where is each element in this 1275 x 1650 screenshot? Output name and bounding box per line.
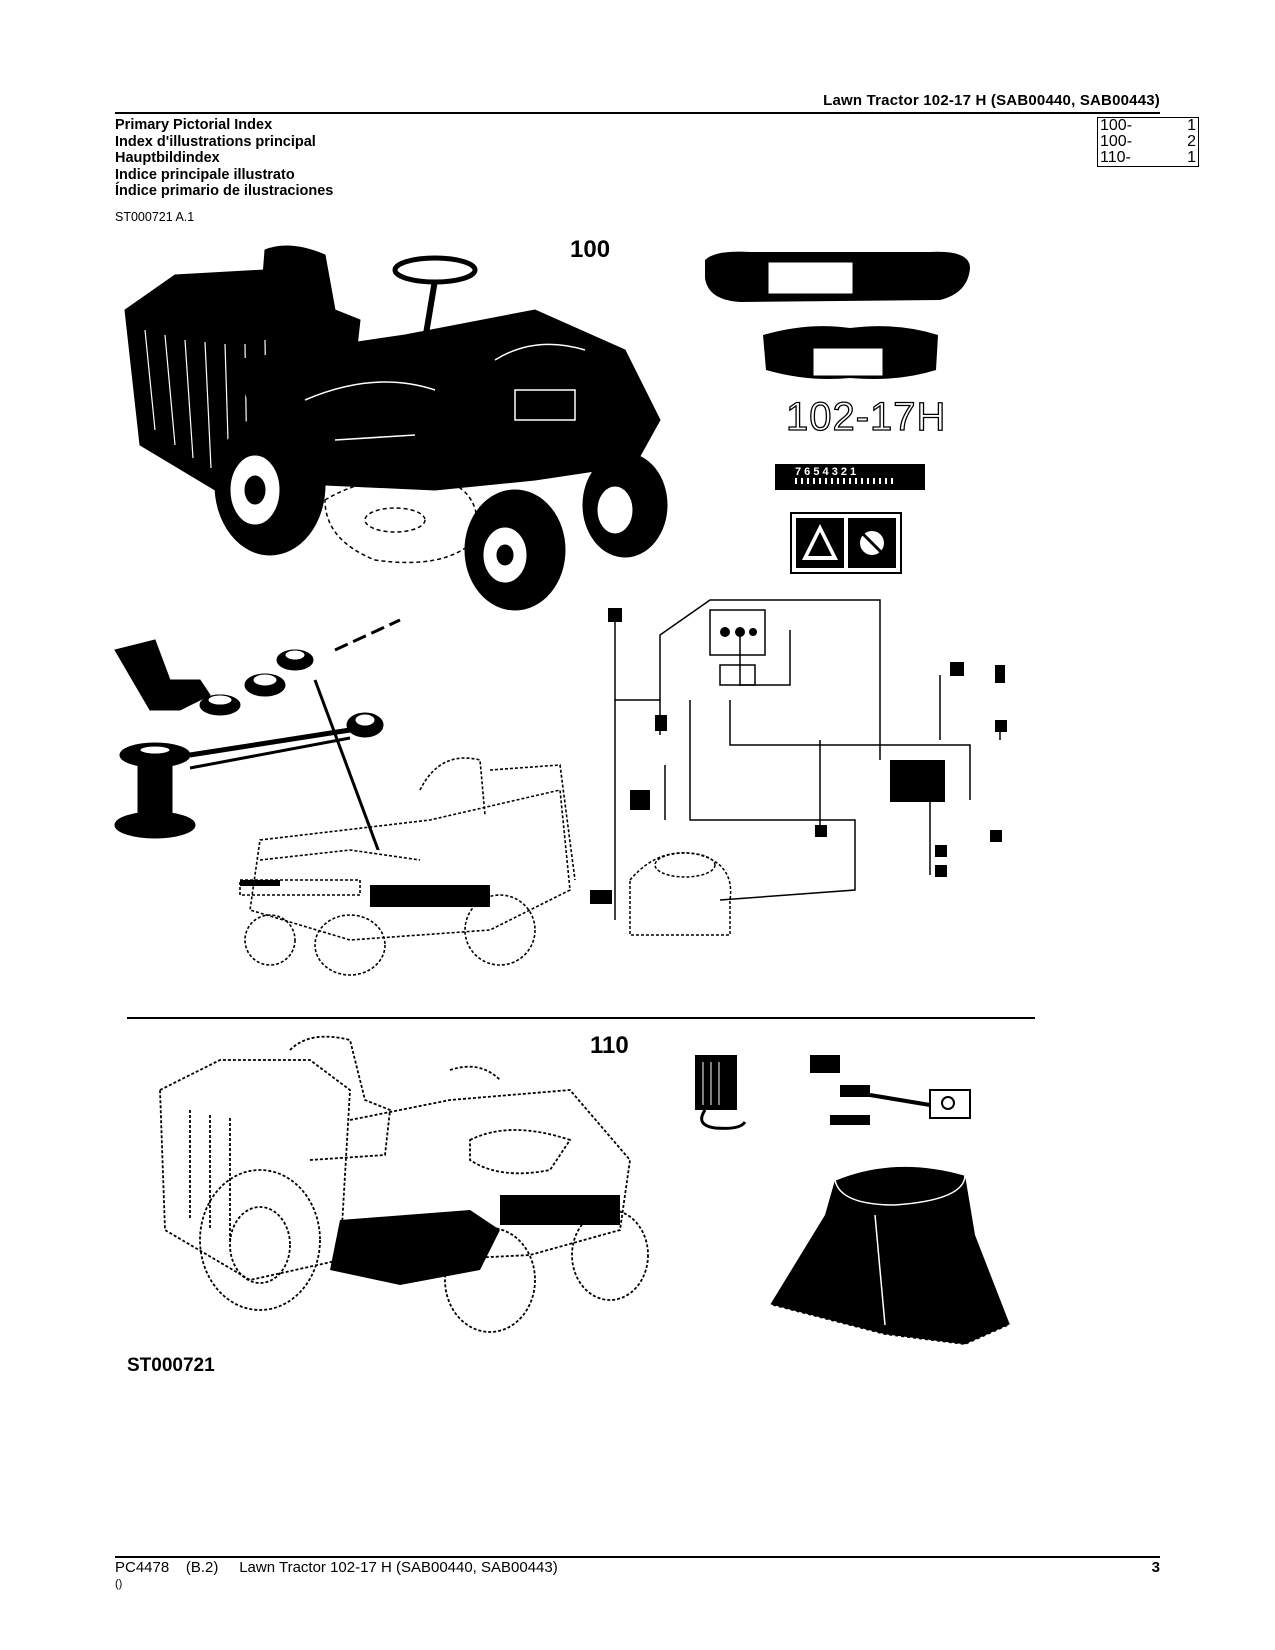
section-100-label: 100 [570, 236, 611, 263]
section-cell: 100- [1097, 134, 1174, 150]
warning-decal [790, 512, 902, 574]
speed-decal-text: 7 6 5 4 3 2 1 [795, 466, 857, 478]
page-cell: 1 [1174, 150, 1199, 167]
speed-decal: 7 6 5 4 3 2 1 [775, 464, 925, 490]
page-number: 3 [1151, 1559, 1160, 1576]
header-rule [115, 112, 1160, 114]
tractor-illustration-solid [124, 245, 668, 611]
section-110-label: 110 [590, 1032, 629, 1059]
illustration-code: ST000721 A.1 [115, 210, 195, 224]
page-cell: 2 [1174, 134, 1199, 150]
grass-bag-cover-illustration [769, 1165, 1011, 1346]
index-titles: Primary Pictorial Index Index d'illustra… [115, 117, 333, 200]
drive-belt-assembly [114, 618, 401, 850]
model-decal: 102-17H [785, 394, 947, 439]
table-row: 100- 1 [1097, 117, 1199, 134]
title-it: Indice principale illustrato [115, 166, 295, 183]
table-row: 100- 2 [1097, 134, 1199, 150]
table-row: 110- 1 [1097, 150, 1199, 167]
tractor-outline-lower [159, 1035, 649, 1333]
footer-subtext: () [115, 1578, 123, 1590]
section-cell: 100- [1097, 117, 1174, 134]
page-cell: 1 [1174, 117, 1199, 134]
index-table: 100- 1 100- 2 110- 1 [1097, 117, 1199, 167]
battery-charger-illustration [695, 1055, 747, 1130]
title-en: Primary Pictorial Index [115, 117, 273, 133]
header-title: Lawn Tractor 102-17 H (SAB00440, SAB0044… [823, 92, 1160, 109]
section-cell: 110- [1097, 150, 1174, 167]
tractor-outline-middle [239, 757, 576, 976]
footer-rule [115, 1556, 1160, 1558]
hitch-bracket-illustration [810, 1055, 971, 1125]
figure-code: ST000721 [127, 1355, 215, 1376]
hood-decal-lower [763, 326, 938, 379]
wiring-harness-diagram [590, 599, 1007, 936]
title-es: Índice primario de ilustraciones [115, 183, 334, 199]
section-divider [127, 1017, 1035, 1019]
title-de: Hauptbildindex [115, 150, 220, 166]
speed-decal-ticks [795, 478, 895, 484]
title-fr: Index d'illustrations principal [115, 133, 316, 150]
footer-text: PC4478 (B.2) Lawn Tractor 102-17 H (SAB0… [115, 1559, 558, 1576]
hood-decal-top [705, 251, 970, 302]
